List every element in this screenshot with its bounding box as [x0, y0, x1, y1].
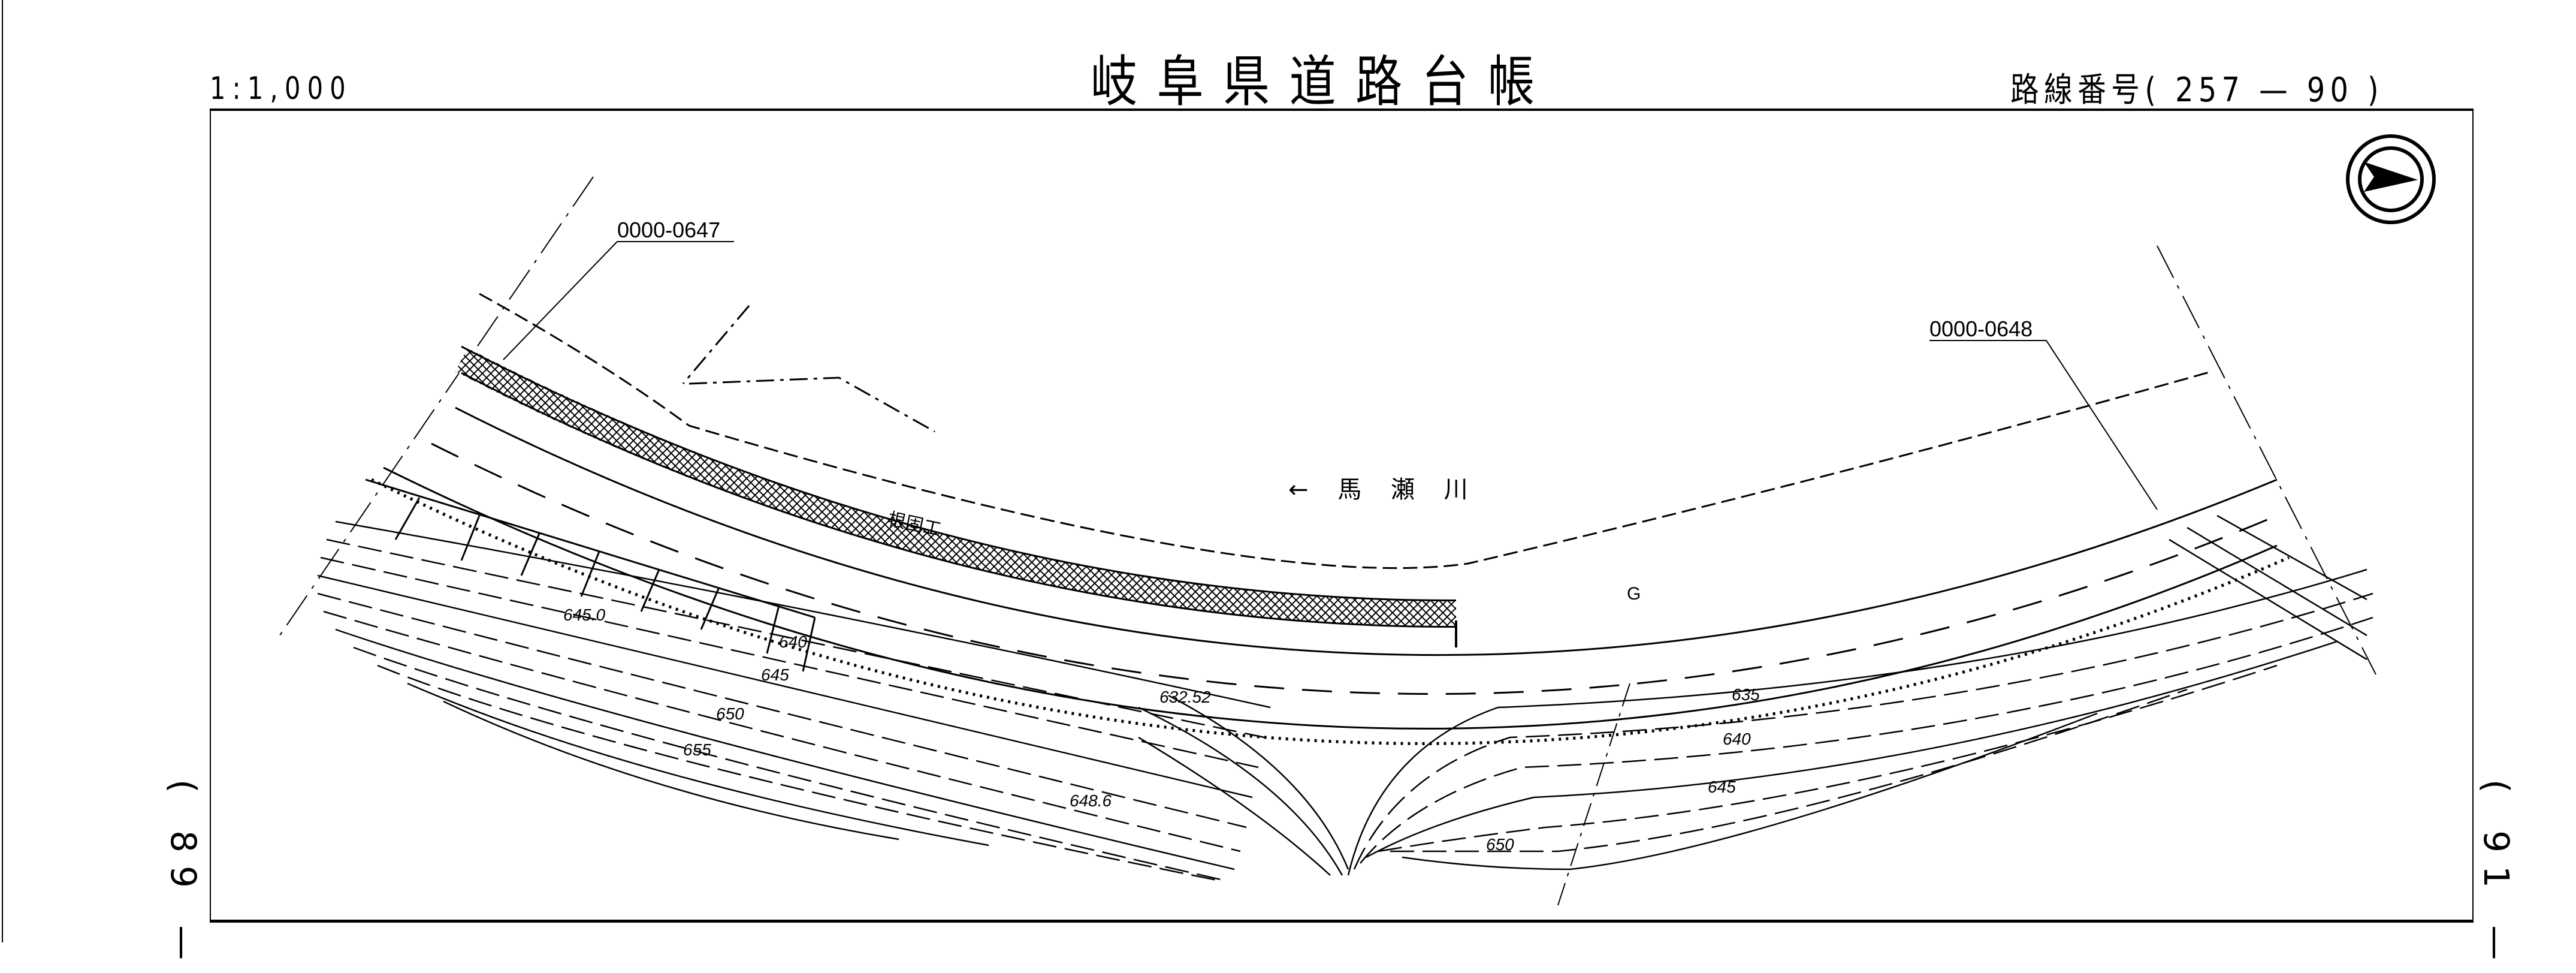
elevation-label: 650 [716, 704, 744, 723]
elevation-label: 645 [1708, 778, 1736, 796]
revetment-hatch [455, 348, 1456, 627]
road-edge-bottom [383, 466, 2278, 730]
elevation-label: 645.0 [563, 606, 605, 624]
boundary-line-right [2157, 245, 2376, 675]
elevation-label: 640 [779, 632, 807, 651]
contours-right [1347, 514, 2373, 876]
leader-0648 [1929, 340, 2158, 510]
property-line [682, 305, 935, 433]
page-title: 岐阜県道路台帳 [1091, 50, 1554, 114]
section-id-right[interactable]: 0000-0648 [1929, 317, 2033, 341]
map-scale: 1:1,000 [210, 71, 352, 107]
section-id-left[interactable]: 0000-0647 [617, 218, 720, 242]
sheet-edge-line [2, 0, 3, 942]
road-edge-top [455, 406, 2278, 656]
map-frame [210, 109, 2474, 923]
elevation-label: 645 [761, 665, 789, 684]
road-centerline [431, 442, 2278, 695]
north-arrow-icon [2346, 134, 2436, 224]
road-shoulder [370, 478, 2290, 745]
river-name: ← 馬 瀬 川 [1288, 476, 1479, 504]
leader-0647 [503, 241, 734, 360]
elevation-label: 635 [1732, 685, 1760, 704]
elevation-label: 655 [683, 740, 711, 759]
elevation-label: 632.52 [1159, 688, 1211, 706]
marker-g: G [1627, 584, 1641, 604]
elevation-label: 650 [1486, 835, 1514, 854]
river-bank [479, 293, 2212, 570]
elevation-label: 640 [1723, 730, 1751, 748]
route-number: 路線番号( 257 — 90 ) [2010, 71, 2384, 110]
retaining-wall [365, 478, 816, 672]
elevation-label: 648.6 [1070, 791, 1112, 810]
road-map-drawing: 0000-0647 0000-0648 ← 馬 瀬 川 根固工 G 645.0 … [275, 134, 2436, 906]
boundary-line-left [275, 176, 594, 642]
